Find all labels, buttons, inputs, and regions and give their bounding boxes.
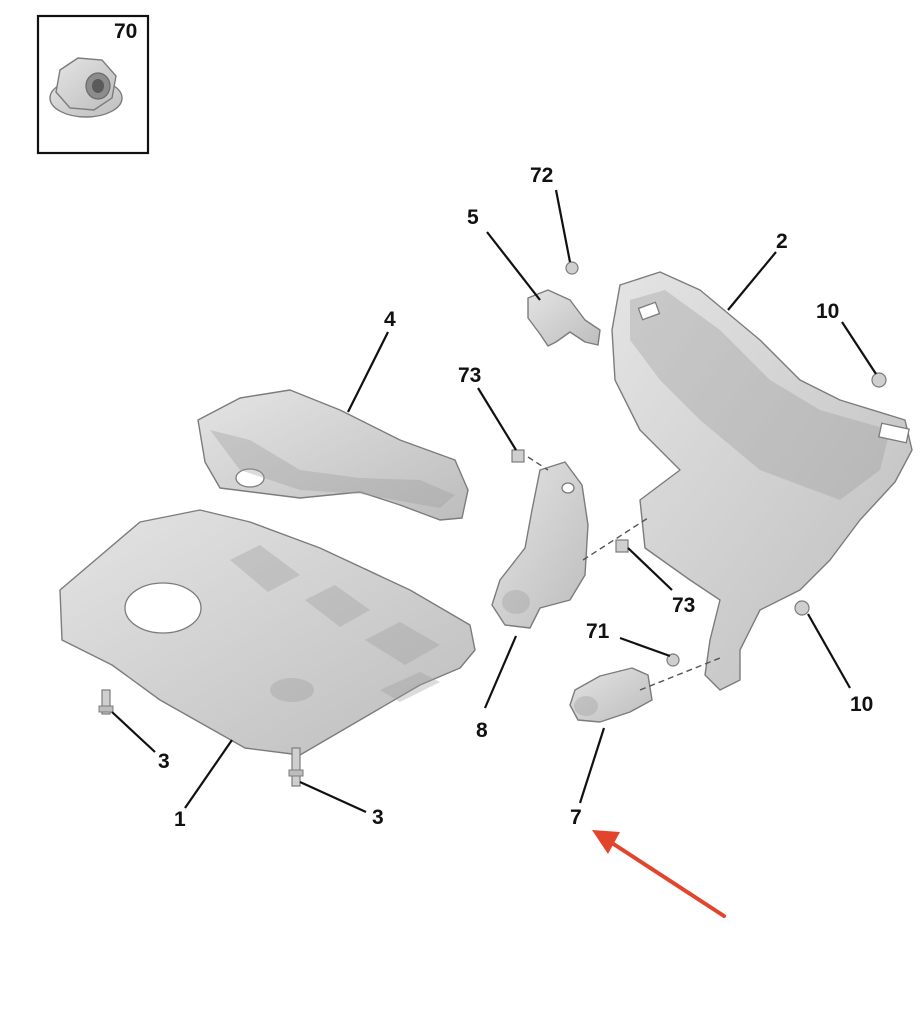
inset-label: 70 xyxy=(114,20,137,43)
leader-10a xyxy=(841,321,877,375)
label-10a: 10 xyxy=(816,300,839,323)
leader-73b xyxy=(627,547,673,591)
label-71: 71 xyxy=(586,620,610,643)
alignment-line-73-lower xyxy=(582,517,649,561)
label-1: 1 xyxy=(174,808,186,831)
leader-73a xyxy=(477,387,517,451)
part-4-upper-shield xyxy=(197,389,469,521)
alignment-line-73-upper xyxy=(527,456,549,471)
part-73-bolt-lower xyxy=(615,539,629,553)
part-5-bracket xyxy=(527,289,601,347)
inset-part-70: 70 xyxy=(36,14,150,155)
leader-72 xyxy=(554,189,572,263)
leader-71 xyxy=(619,636,671,658)
leader-4 xyxy=(347,331,389,413)
label-72: 72 xyxy=(530,164,553,187)
label-2: 2 xyxy=(776,230,788,253)
label-8: 8 xyxy=(476,719,488,742)
red-arrow-icon xyxy=(592,830,726,918)
label-73a: 73 xyxy=(458,364,481,387)
leader-7 xyxy=(578,727,606,804)
part-72-screw xyxy=(565,261,579,275)
label-7: 7 xyxy=(570,806,582,829)
part-3-stud-left xyxy=(98,689,114,715)
label-73b: 73 xyxy=(672,594,695,617)
leader-1 xyxy=(184,739,233,809)
part-71-nut xyxy=(666,653,680,667)
leader-5 xyxy=(486,231,541,301)
label-10b: 10 xyxy=(850,693,873,716)
cover-opening xyxy=(124,582,202,634)
label-3a: 3 xyxy=(158,750,170,773)
flange-nut-icon xyxy=(49,57,123,118)
leader-3a xyxy=(111,711,156,753)
part-8-bracket xyxy=(491,461,589,629)
part-10-nut-upper xyxy=(871,372,887,388)
part-3-stud-right xyxy=(288,747,304,787)
part-7-support xyxy=(569,667,653,723)
leader-8 xyxy=(483,635,518,709)
part-10-nut-lower xyxy=(794,600,810,616)
label-4: 4 xyxy=(384,308,396,331)
leader-2 xyxy=(727,251,777,311)
leader-10b xyxy=(807,613,851,689)
alignment-line-7 xyxy=(639,657,721,691)
shield-opening xyxy=(235,468,265,488)
label-5: 5 xyxy=(467,206,479,229)
label-3b: 3 xyxy=(372,806,384,829)
part-2-heat-shield xyxy=(611,271,913,691)
part-73-bolt-upper xyxy=(511,449,525,463)
part-1-engine-cover xyxy=(59,509,476,756)
leader-3b xyxy=(299,780,367,814)
